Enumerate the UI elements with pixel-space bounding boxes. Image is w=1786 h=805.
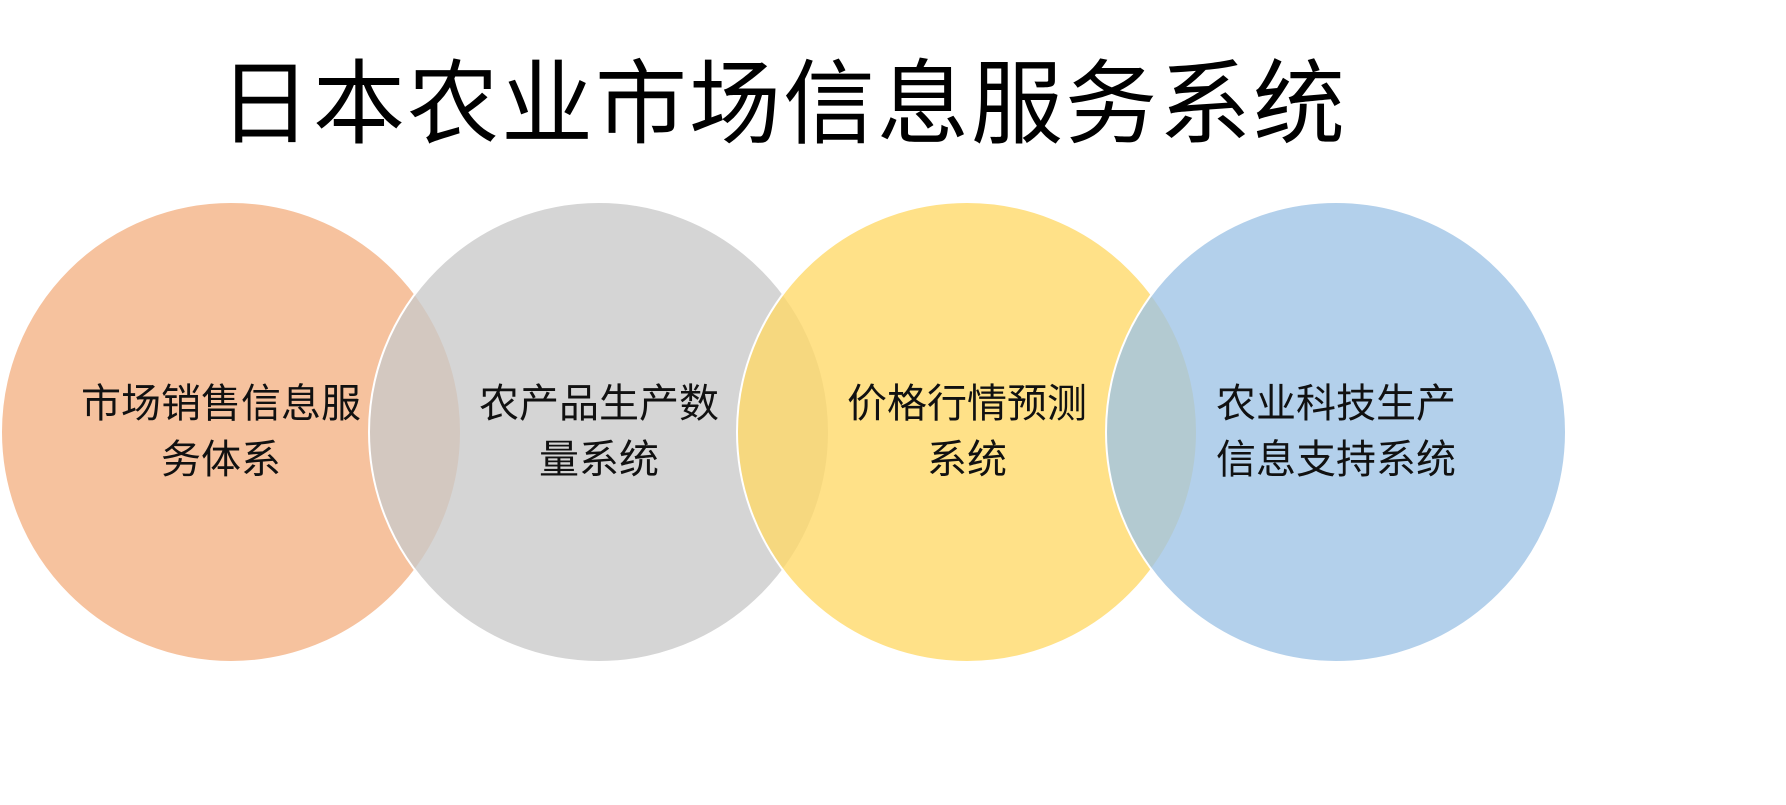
label-production-quantity: 农产品生产数量系统	[479, 381, 719, 483]
label-market-sales: 市场销售信息服务体系	[81, 381, 361, 483]
diagram-title: 日本农业市场信息服务系统	[218, 51, 1347, 158]
circle-agri-tech	[1105, 201, 1567, 663]
label-price-forecast: 价格行情预测系统	[847, 381, 1087, 483]
label-agri-tech: 农业科技生产信息支持系统	[1216, 381, 1456, 483]
